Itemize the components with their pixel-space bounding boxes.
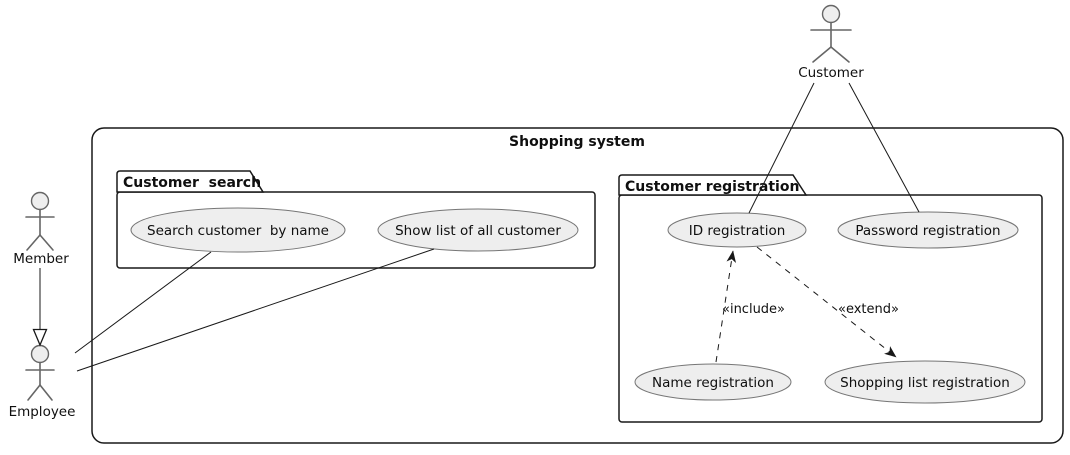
extend-arrow xyxy=(756,246,897,358)
association-employee-search-by-name xyxy=(74,251,212,354)
association-customer-password-registration xyxy=(848,82,920,213)
usecase-password-registration-label: Password registration xyxy=(855,223,1000,239)
extend-label: «extend» xyxy=(838,302,899,317)
actor-customer: Customer xyxy=(798,4,864,81)
system-title: Shopping system xyxy=(509,134,645,150)
include-label: «include» xyxy=(722,302,785,317)
usecase-id-registration-ellipse xyxy=(667,212,807,248)
usecase-shopping-list-registration-ellipse xyxy=(824,360,1026,404)
usecase-search-customer-by-name-label: Search customer by name xyxy=(147,223,329,239)
include-relation: «include» xyxy=(715,250,785,363)
usecase-password-registration: Password registration xyxy=(837,211,1019,249)
usecase-search-customer-by-name: Search customer by name xyxy=(130,207,346,253)
usecase-shopping-list-registration: Shopping list registration xyxy=(824,360,1026,404)
usecase-search-customer-by-name-ellipse xyxy=(130,207,346,253)
usecase-id-registration-label: ID registration xyxy=(689,223,786,239)
usecase-password-registration-ellipse xyxy=(837,211,1019,249)
package-customer-search-title: Customer search xyxy=(123,175,261,191)
actor-employee-label: Employee xyxy=(9,404,76,420)
usecase-name-registration-label: Name registration xyxy=(652,375,774,391)
actor-customer-icon xyxy=(810,4,852,63)
generalization-triangle-icon xyxy=(32,328,48,347)
actor-customer-label: Customer xyxy=(798,65,864,81)
usecase-show-list-of-all-customer-ellipse xyxy=(377,208,579,252)
extend-relation: «extend» xyxy=(756,246,899,358)
actor-employee-icon xyxy=(25,344,55,401)
association-employee-show-list xyxy=(76,248,435,372)
usecase-show-list-of-all-customer: Show list of all customer xyxy=(377,208,579,252)
package-customer-search-tab xyxy=(116,170,265,193)
usecase-name-registration: Name registration xyxy=(634,363,792,401)
package-customer-registration-title: Customer registration xyxy=(625,179,799,195)
package-customer-registration-tab xyxy=(618,174,808,196)
usecase-name-registration-ellipse xyxy=(634,363,792,401)
usecase-shopping-list-registration-label: Shopping list registration xyxy=(840,375,1010,391)
generalization-member-employee xyxy=(32,268,48,347)
actor-member-label: Member xyxy=(13,251,69,267)
actor-member: Member xyxy=(13,191,69,267)
usecase-show-list-of-all-customer-label: Show list of all customer xyxy=(395,223,561,239)
actor-employee: Employee xyxy=(9,344,76,420)
association-customer-id-registration xyxy=(748,82,815,214)
actor-member-icon xyxy=(25,191,55,251)
usecase-id-registration: ID registration xyxy=(667,212,807,248)
